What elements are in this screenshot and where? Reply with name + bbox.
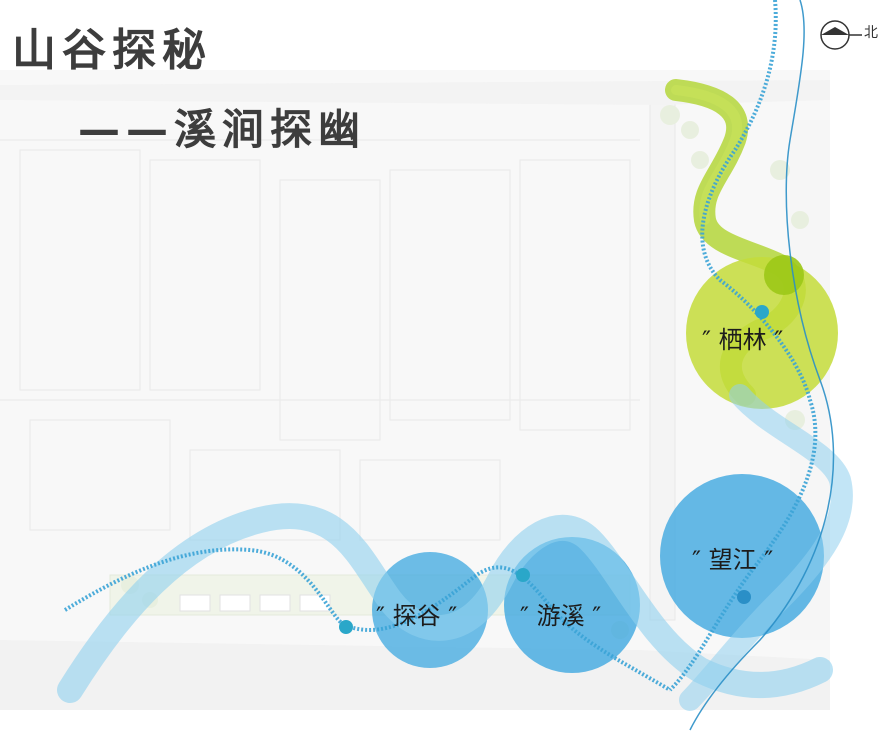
zone-label-tangu: ″ 探谷 ″ [376,602,458,630]
blue-stream [57,384,853,711]
north-arrow-icon [820,20,862,50]
north-label: 北 [864,25,878,41]
zone-circle-qilin-dot [764,255,804,295]
zone-label-youxi: ″ 游溪 ″ [520,602,602,630]
zone-label-qilin: ″ 栖林 ″ [702,326,784,354]
page-title: 山谷探秘 [12,25,212,76]
zone-label-wangjiang: ″ 望江 ″ [692,546,774,574]
node-youxi [516,568,530,582]
trail-nodes [339,305,769,634]
node-qilin [755,305,769,319]
trail-path [63,0,835,731]
node-wangjiang [737,590,751,604]
node-tangu [339,620,353,634]
page-subtitle: ——溪涧探幽 [78,105,367,154]
